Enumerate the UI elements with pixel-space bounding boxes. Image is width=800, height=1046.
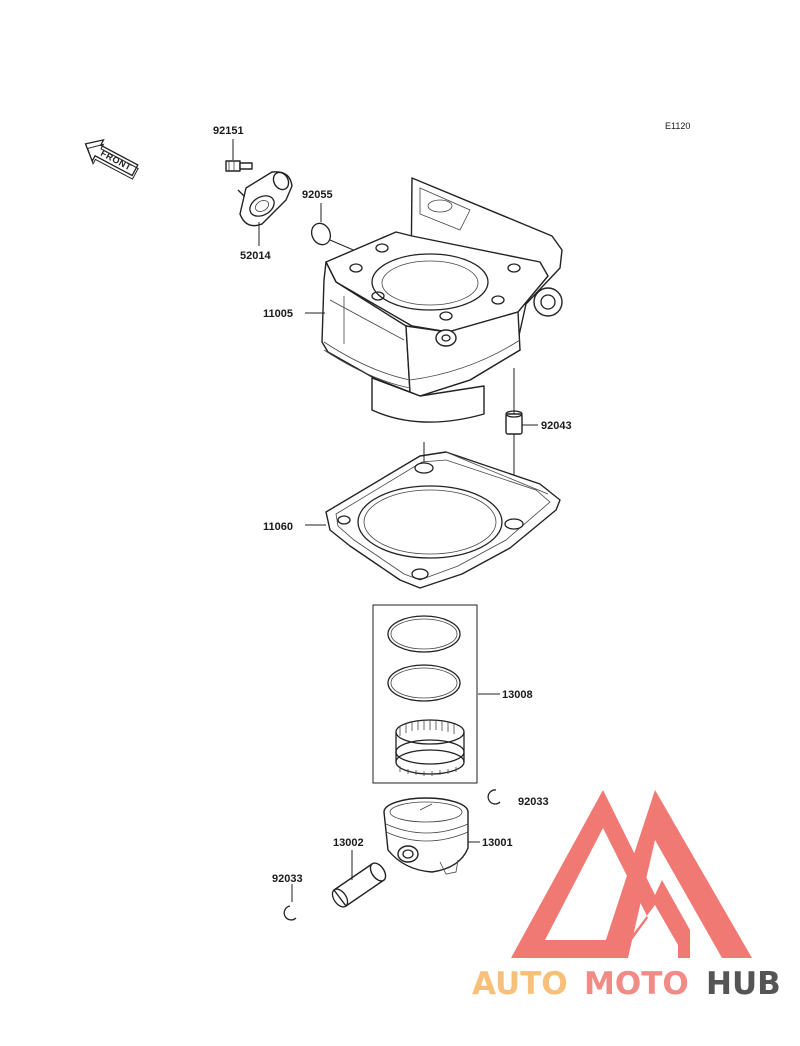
- gasket-11060-icon: [325, 442, 561, 589]
- part-label-92033-left: 92033: [272, 873, 303, 885]
- watermark-text-moto: MOTO: [584, 966, 689, 1002]
- part-label-92151: 92151: [213, 125, 244, 137]
- bolt-92151-icon: [225, 160, 253, 172]
- part-label-92055: 92055: [302, 189, 333, 201]
- front-direction-arrow-icon: FRONT: [84, 138, 139, 180]
- part-label-11005: 11005: [263, 308, 293, 320]
- part-label-13001: 13001: [482, 837, 513, 849]
- piston-pin-13002-icon: [331, 862, 387, 908]
- watermark-right-peak-icon: [600, 790, 752, 958]
- part-label-13008: 13008: [502, 689, 533, 701]
- part-label-13002: 13002: [333, 837, 364, 849]
- part-label-92043: 92043: [541, 420, 572, 432]
- part-label-11060: 11060: [263, 521, 293, 533]
- watermark-text-auto: AUTO: [472, 966, 568, 1002]
- watermark-logo: [511, 790, 752, 958]
- watermark-triangle-icon: [511, 790, 690, 958]
- piston-13001-icon: [383, 797, 469, 875]
- oring-92055-icon: [310, 222, 332, 246]
- cylinder-block-11005-icon: [321, 177, 563, 423]
- watermark-text-hub: HUB: [706, 966, 781, 1002]
- piston-ring-set-13008-icon: [372, 604, 478, 784]
- watermark-text: AUTO MOTO HUB: [472, 966, 781, 1002]
- circlip-92033-left-icon: [283, 905, 297, 921]
- circlip-92033-right-icon: [487, 789, 501, 805]
- part-label-92033-right: 92033: [518, 796, 549, 808]
- diagram-code: E1120: [665, 121, 690, 131]
- pipe-52014-icon: [237, 171, 293, 227]
- part-label-52014: 52014: [240, 250, 271, 262]
